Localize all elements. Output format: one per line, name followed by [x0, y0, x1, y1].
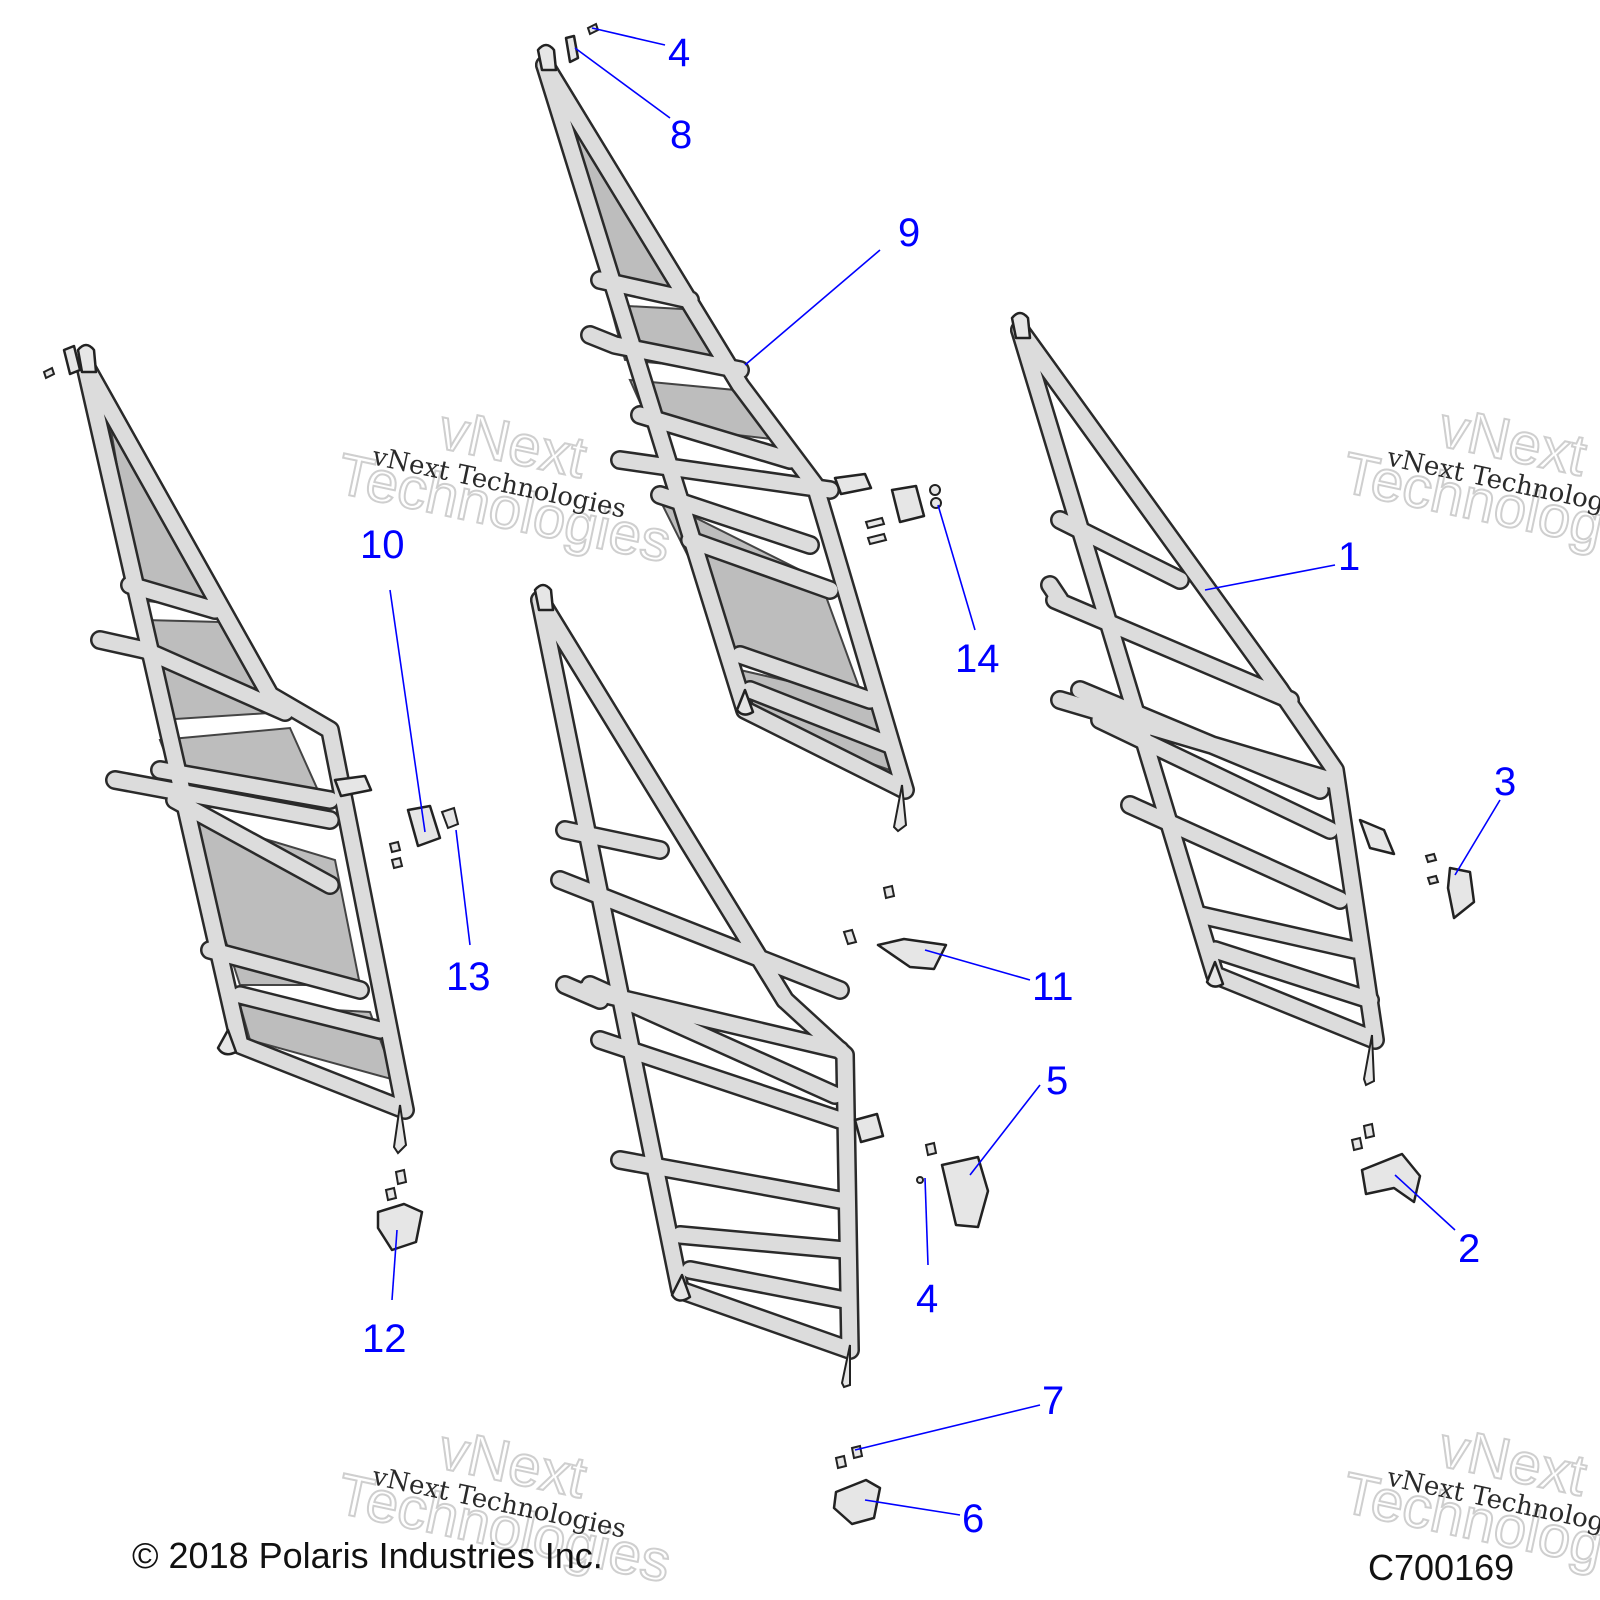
leader-lines — [389, 27, 1501, 1516]
hinge-plate-top — [564, 34, 580, 64]
callout-9: 9 — [898, 211, 920, 255]
latch-right — [1446, 866, 1476, 920]
bracket-11 — [876, 937, 948, 971]
callout-8: 8 — [670, 113, 692, 157]
bracket-6 — [832, 1478, 882, 1526]
callout-13: 13 — [446, 955, 491, 999]
bracket-2 — [1360, 1152, 1422, 1204]
bolt-left — [42, 366, 56, 380]
callout-7: 7 — [1042, 1379, 1064, 1423]
callout-5: 5 — [1046, 1059, 1068, 1103]
door-frame-center-top — [535, 43, 915, 833]
callout-12: 12 — [362, 1317, 407, 1361]
door-frame-right — [1010, 311, 1396, 1087]
door-frame-left — [75, 343, 415, 1155]
callout-3: 3 — [1494, 760, 1516, 804]
bracket-5 — [940, 1155, 990, 1229]
copyright-text: © 2018 Polaris Industries Inc. — [132, 1535, 603, 1576]
callout-1: 1 — [1338, 535, 1360, 579]
callout-14: 14 — [955, 637, 1000, 681]
watermarks: vNext Technologies vNext Technologies vN… — [331, 393, 1600, 1596]
callout-2: 2 — [1458, 1227, 1480, 1271]
callout-labels: 1 2 3 4 4 5 6 7 8 9 10 11 12 13 14 — [360, 31, 1516, 1541]
hardware-parts — [42, 22, 1476, 1526]
callout-10: 10 — [360, 523, 405, 567]
bracket-12 — [376, 1202, 424, 1252]
callout-11: 11 — [1032, 965, 1074, 1009]
striker-center-top — [890, 484, 926, 524]
door-frame-center-bottom — [530, 583, 885, 1389]
callout-6: 6 — [962, 1497, 984, 1541]
callout-4-bottom: 4 — [916, 1277, 938, 1321]
hinge-plate-left — [62, 344, 82, 376]
part-code-text: C700169 — [1368, 1547, 1514, 1588]
callout-4-top: 4 — [668, 31, 690, 75]
